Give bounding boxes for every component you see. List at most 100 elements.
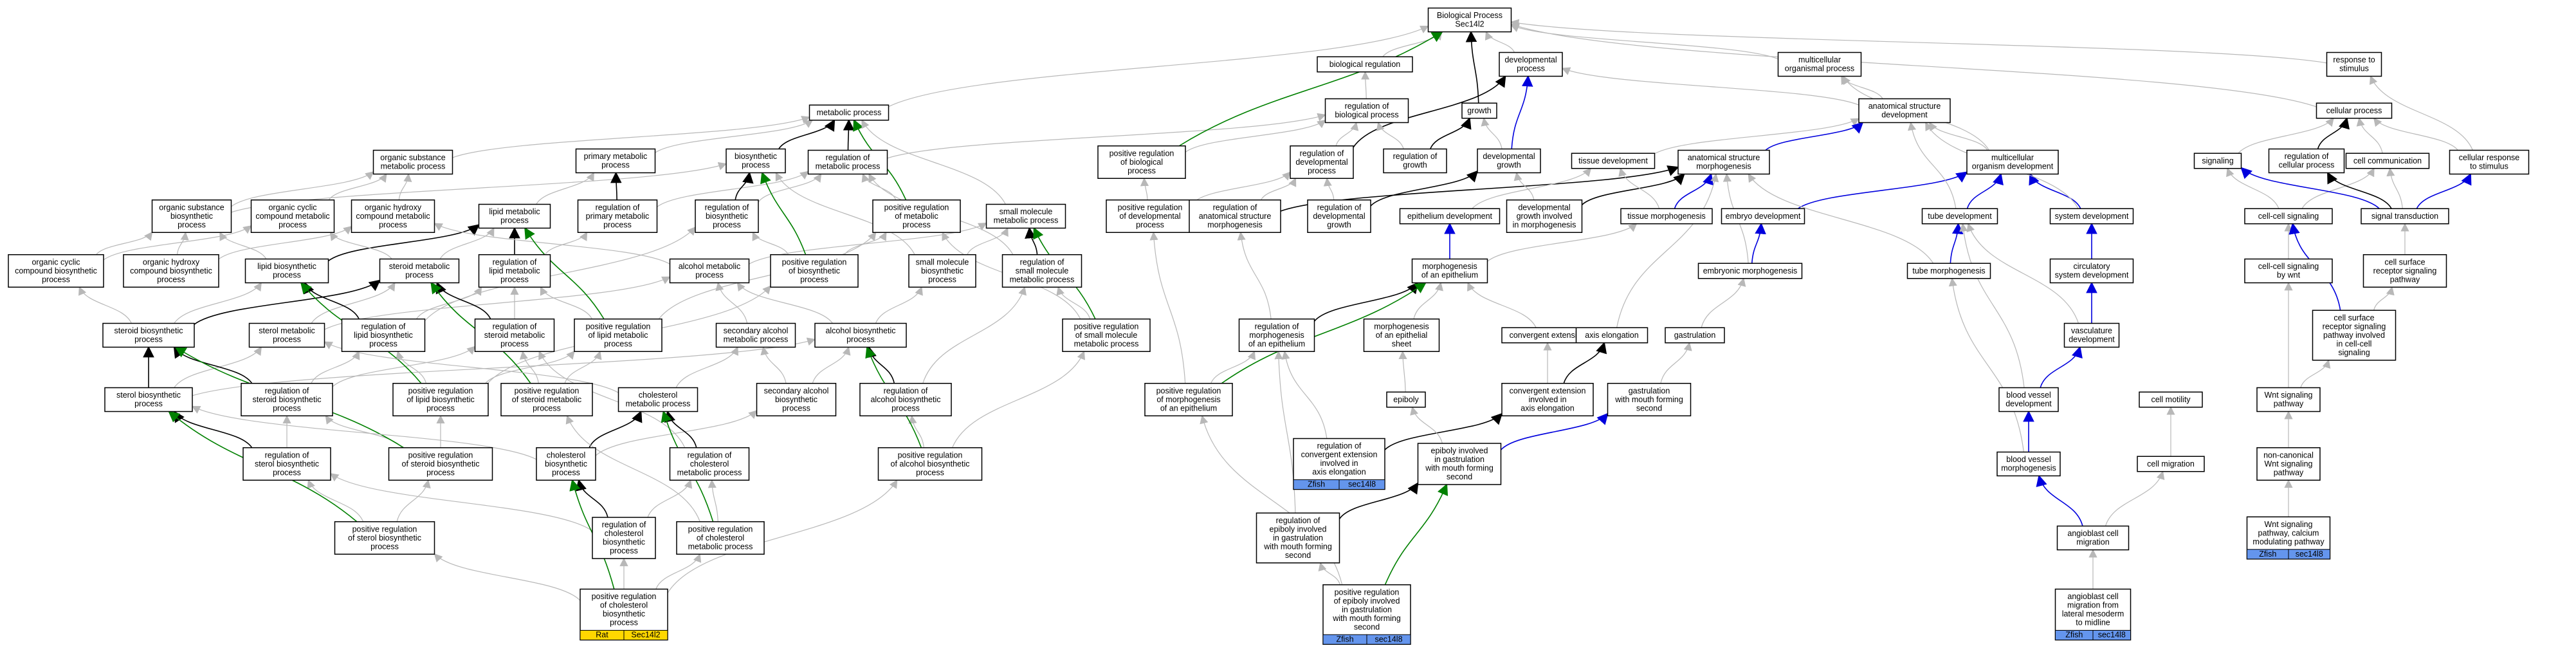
go-term-node-axiselong[interactable]: axis elongation (1575, 327, 1649, 344)
go-term-node-embmorph[interactable]: embryonic morphogenesis (1697, 263, 1803, 279)
go-term-node-growth[interactable]: growth (1461, 102, 1497, 119)
go-term-node-sysdev[interactable]: system development (2049, 208, 2134, 225)
go-term-node-cellcomm[interactable]: cell communication (2345, 153, 2430, 169)
go-term-node-cellcellsig[interactable]: cell-cell signaling (2244, 208, 2333, 225)
go-term-node-tubemorph[interactable]: tube morphogenesis (1906, 263, 1991, 279)
go-term-node-tissuemorph[interactable]: tissue morphogenesis (1620, 208, 1713, 225)
go-term-node-tissuedev[interactable]: tissue development (1571, 153, 1656, 169)
go-term-node-metab[interactable]: metabolic process (808, 104, 890, 121)
go-term-node-bioreg[interactable]: biological regulation (1317, 56, 1413, 73)
go-term-node-tubedev[interactable]: tube development (1921, 208, 1998, 225)
go-term-node-sigtrans[interactable]: signal transduction (2361, 208, 2449, 225)
go-term-node-embryodev[interactable]: embryo development (1721, 208, 1805, 225)
go-term-node-regcholbio[interactable]: regulation ofcholesterolbiosyntheticproc… (592, 517, 656, 559)
go-term-node-epidev[interactable]: epithelium development (1399, 208, 1501, 225)
go-term-node-epiboly[interactable]: epiboly (1386, 391, 1426, 408)
go-term-node-cellmot[interactable]: cell motility (2139, 391, 2203, 408)
go-term-node-cellproc[interactable]: cellular process (2316, 102, 2393, 119)
go-term-node-signaling[interactable]: signaling (2193, 153, 2242, 169)
go-term-node-cellmig[interactable]: cell migration (2137, 456, 2205, 472)
